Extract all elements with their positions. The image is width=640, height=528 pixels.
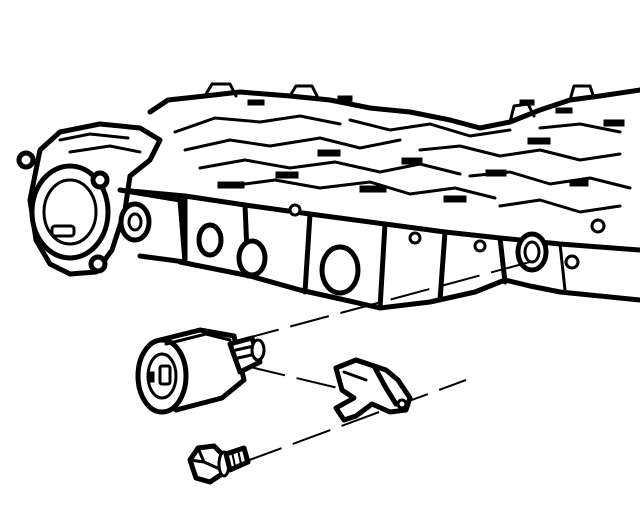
- retainer-clip: [333, 357, 413, 423]
- bolt: [187, 443, 251, 485]
- accumulator-housing: [16, 121, 188, 277]
- assembly-guide-lines: [239, 261, 531, 463]
- solenoid: [135, 327, 266, 415]
- valve-body: [117, 82, 640, 311]
